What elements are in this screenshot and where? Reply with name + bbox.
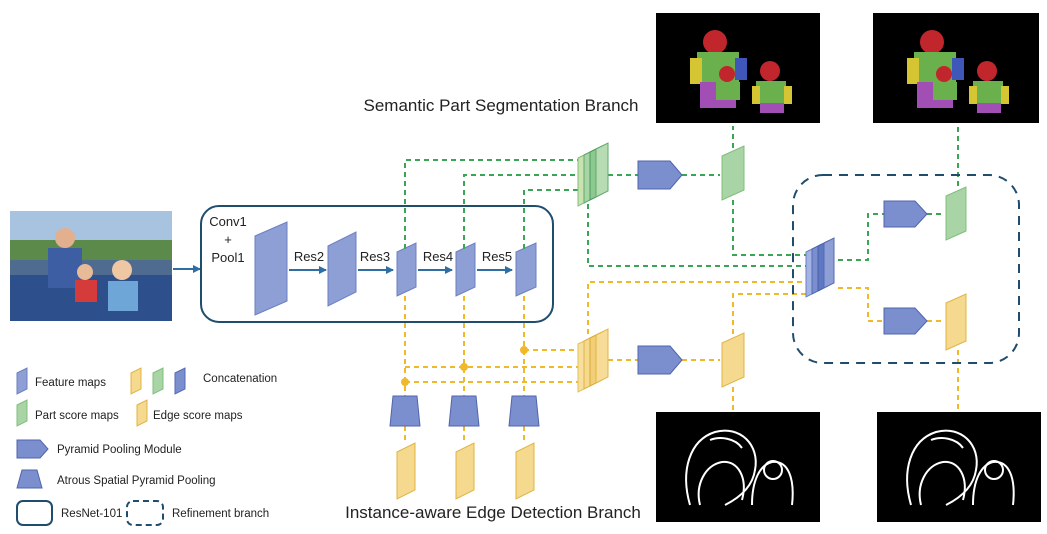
part-score-map <box>721 145 745 201</box>
refine-edge-pyramid-pooling-module <box>883 307 928 335</box>
pool1-label: Pool1 <box>211 250 244 265</box>
legend-resnet: ResNet-101 <box>61 508 122 520</box>
legend-aspp-swatch <box>16 469 43 489</box>
legend-edge-score-swatch <box>136 399 148 427</box>
legend-concat-yellow-swatch <box>130 367 142 395</box>
edge-branch-title: Instance-aware Edge Detection Branch <box>345 503 641 522</box>
refinement-concatenation-stack <box>805 237 835 298</box>
legend-feature-maps: Feature maps <box>35 377 106 389</box>
refined-edge-score-map <box>945 293 967 351</box>
semantic-branch-title: Semantic Part Segmentation Branch <box>364 96 639 115</box>
conv1-feature-map <box>254 221 288 316</box>
legend-refinement-swatch <box>126 500 164 526</box>
res4-label: Res4 <box>423 249 453 264</box>
junction-dot <box>401 378 409 386</box>
legend-resnet-swatch <box>16 500 53 526</box>
aspp-edge-score-map-res5 <box>515 442 535 500</box>
aspp-edge-score-map-res4 <box>455 442 475 500</box>
refine-semantic-pyramid-pooling-module <box>883 200 928 228</box>
aspp-edge-score-map-res3 <box>396 442 416 500</box>
res4-feature-map <box>455 242 476 297</box>
legend-feature-maps-swatch <box>16 367 28 395</box>
segmentation-output-1 <box>656 13 820 123</box>
aspp-res3 <box>389 395 421 427</box>
edge-output-1 <box>656 412 820 522</box>
legend-refinement: Refinement branch <box>172 508 269 520</box>
refined-part-score-map <box>945 186 967 241</box>
legend-part-score-swatch <box>16 399 28 427</box>
legend-concatenation: Concatenation <box>203 373 277 385</box>
junction-dot <box>460 363 468 371</box>
semantic-concatenation-stack <box>577 142 609 207</box>
edge-concatenation-stack <box>577 328 609 393</box>
semantic-pyramid-pooling-module <box>637 160 683 190</box>
res5-feature-map <box>515 242 537 297</box>
edge-score-map <box>721 332 745 388</box>
conv1-plus: + <box>224 232 232 247</box>
refinement-branch-box <box>792 174 1020 364</box>
legend-concat-green-swatch <box>152 367 164 395</box>
legend-ppm-swatch <box>16 439 49 459</box>
legend: Feature maps Concatenation Part score ma… <box>16 367 277 526</box>
legend-aspp: Atrous Spatial Pyramid Pooling <box>57 475 216 487</box>
res5-label: Res5 <box>482 249 512 264</box>
aspp-res5 <box>508 395 540 427</box>
res3-feature-map <box>396 242 417 297</box>
legend-part-score-maps: Part score maps <box>35 410 119 422</box>
legend-concat-blue-swatch <box>174 367 186 395</box>
edge-output-2 <box>877 412 1041 522</box>
junction-dot <box>520 346 528 354</box>
conv1-label: Conv1 <box>209 214 247 229</box>
legend-pyramid-pooling: Pyramid Pooling Module <box>57 444 182 456</box>
input-photo <box>10 211 172 321</box>
res2-label: Res2 <box>294 249 324 264</box>
res3-label: Res3 <box>360 249 390 264</box>
aspp-res4 <box>448 395 480 427</box>
legend-edge-score-maps: Edge score maps <box>153 410 243 422</box>
semantic-branch-connections <box>404 122 959 267</box>
resnet-101-box <box>200 205 554 323</box>
res2-feature-map <box>327 231 357 307</box>
segmentation-output-2 <box>873 13 1039 123</box>
edge-pyramid-pooling-module <box>637 345 683 375</box>
